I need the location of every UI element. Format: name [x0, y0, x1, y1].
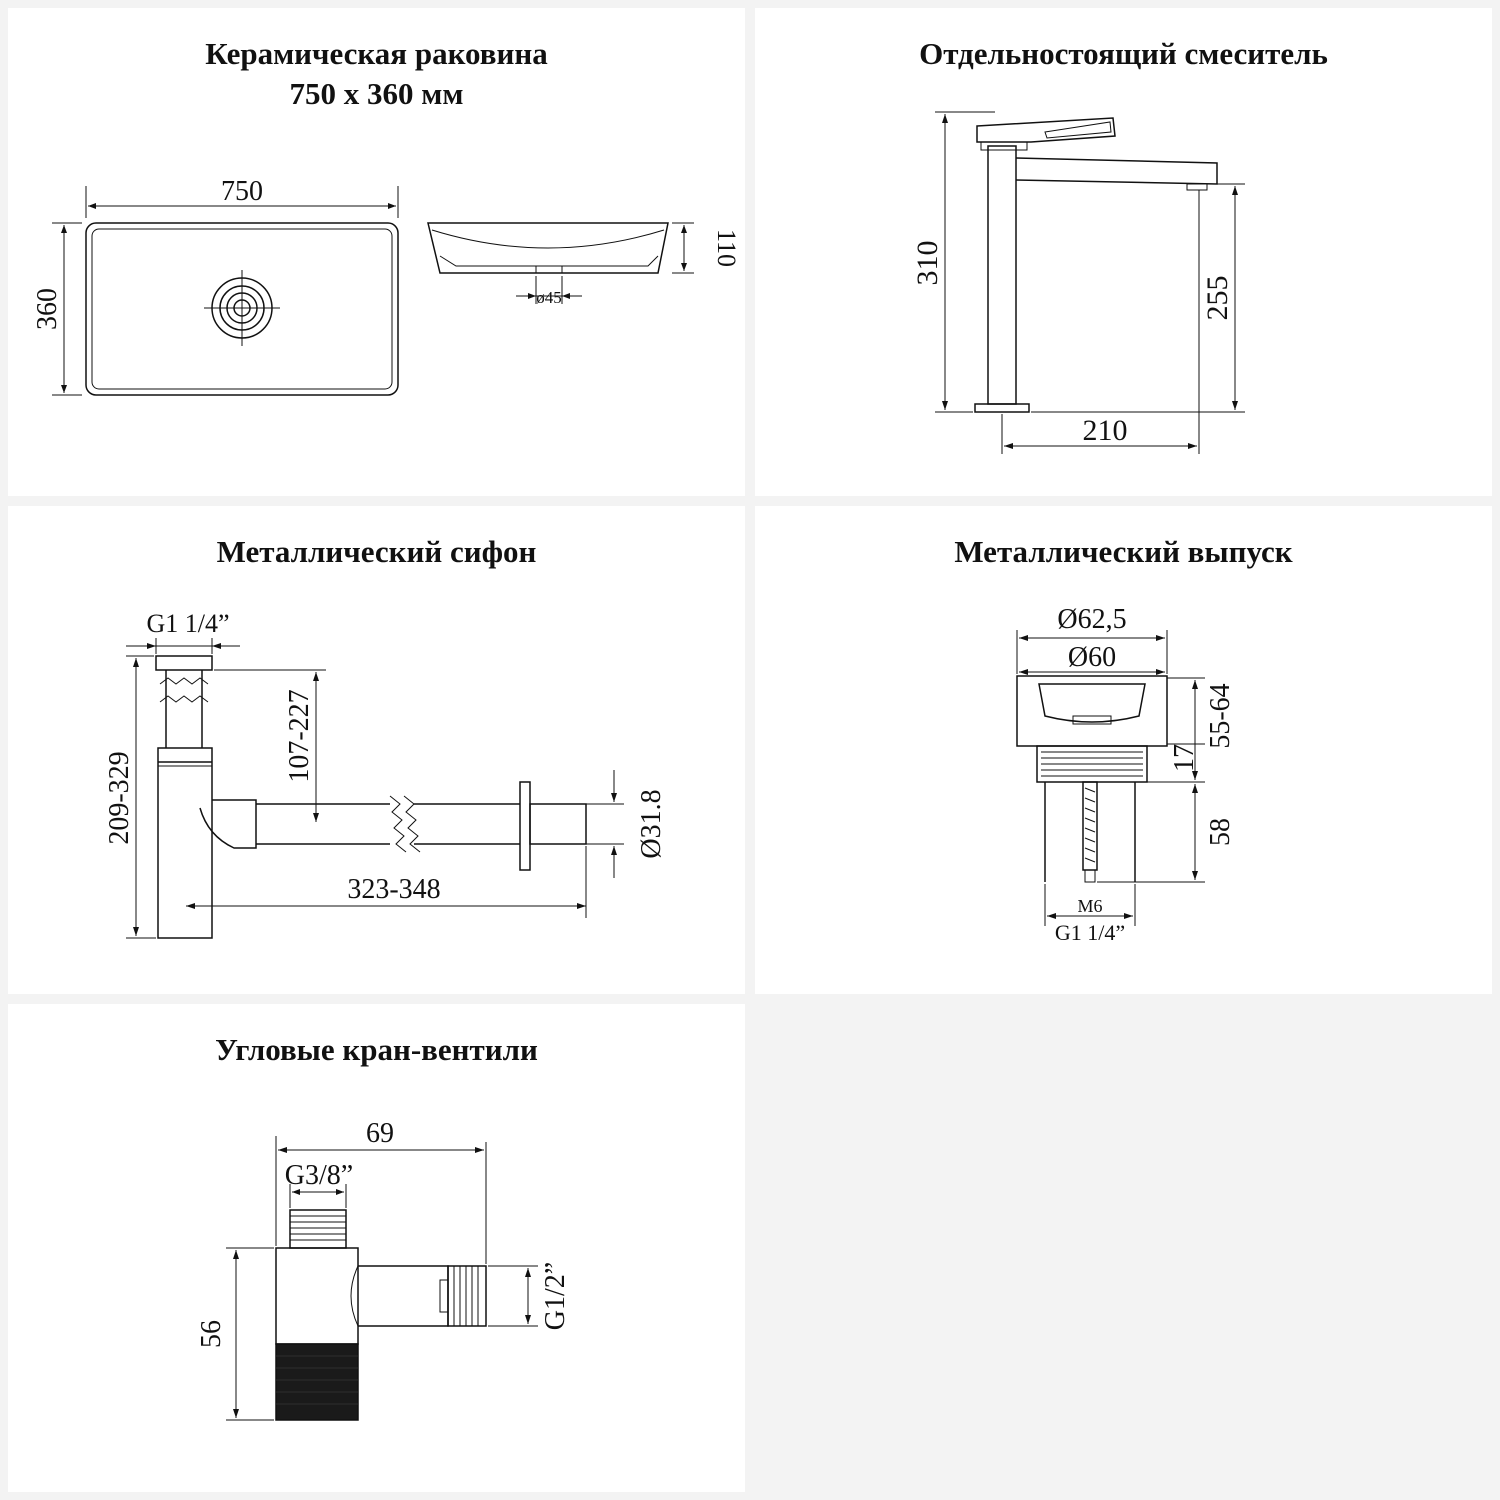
sink-height-label: 360 — [32, 288, 63, 330]
drain-icon — [204, 270, 280, 346]
faucet-reach-label: 210 — [1083, 414, 1128, 447]
faucet-drawing: 310 255 210 — [911, 111, 1245, 454]
drain-inner-diameter-label: Ø60 — [1068, 642, 1116, 673]
siphon-pipe-diameter-label: Ø31.8 — [636, 789, 667, 858]
drain-flange-label: 17 — [1169, 744, 1200, 772]
valve-top-thread-label: G3/8” — [285, 1160, 353, 1191]
drain-screw-label: M6 — [1077, 896, 1102, 916]
valve-title: Угловые кран-вентили — [215, 1032, 538, 1067]
siphon-height-label: 209-329 — [104, 751, 135, 844]
drain-drawing: Ø62,5 Ø60 55-64 17 58 M6 G1 1/4” — [1016, 604, 1236, 945]
faucet-outline — [974, 117, 1218, 413]
sink-top-outline — [85, 222, 399, 396]
sink-width-label: 750 — [221, 176, 263, 207]
sink-drawing: 750 360 110 ø45 — [32, 176, 741, 396]
siphon-panel: Металлический сифон — [8, 506, 745, 994]
sink-drain-label: ø45 — [536, 288, 562, 307]
faucet-title: Отдельностоящий смеситель — [919, 36, 1328, 71]
drain-panel: Металлический выпуск — [755, 506, 1492, 994]
siphon-thread-label: G1 1/4” — [146, 609, 229, 638]
valve-knob-icon — [275, 1343, 359, 1421]
valve-panel: Угловые кран-вентили — [8, 1004, 745, 1492]
sink-panel: Керамическая раковина 750 х 360 мм — [8, 8, 745, 496]
siphon-outlet-height-label: 107-227 — [284, 689, 315, 782]
sink-side-outline — [427, 222, 669, 274]
valve-side-thread-label: G1/2” — [540, 1262, 571, 1330]
valve-height-label: 56 — [196, 1320, 227, 1348]
valve-width-label: 69 — [366, 1118, 394, 1149]
sink-title: Керамическая раковина 750 х 360 мм — [205, 36, 548, 111]
sink-depth-label: 110 — [712, 229, 741, 267]
drain-title: Металлический выпуск — [954, 534, 1293, 569]
drain-thread-label: G1 1/4” — [1055, 920, 1125, 945]
faucet-panel: Отдельностоящий смеситель — [755, 8, 1492, 496]
drain-outer-diameter-label: Ø62,5 — [1057, 604, 1126, 635]
drain-outline — [1016, 675, 1168, 883]
siphon-length-label: 323-348 — [347, 874, 440, 905]
valve-drawing: 69 G3/8” 56 G1/2” — [196, 1118, 571, 1421]
siphon-title: Металлический сифон — [216, 534, 537, 569]
siphon-outline — [155, 655, 587, 939]
drain-range-label: 55-64 — [1205, 683, 1236, 748]
faucet-height-label: 310 — [911, 241, 944, 286]
drain-body-label: 58 — [1205, 818, 1236, 846]
faucet-spout-height-label: 255 — [1201, 276, 1234, 321]
siphon-drawing: G1 1/4” 209-329 107-227 323-348 Ø31.8 — [104, 609, 667, 939]
